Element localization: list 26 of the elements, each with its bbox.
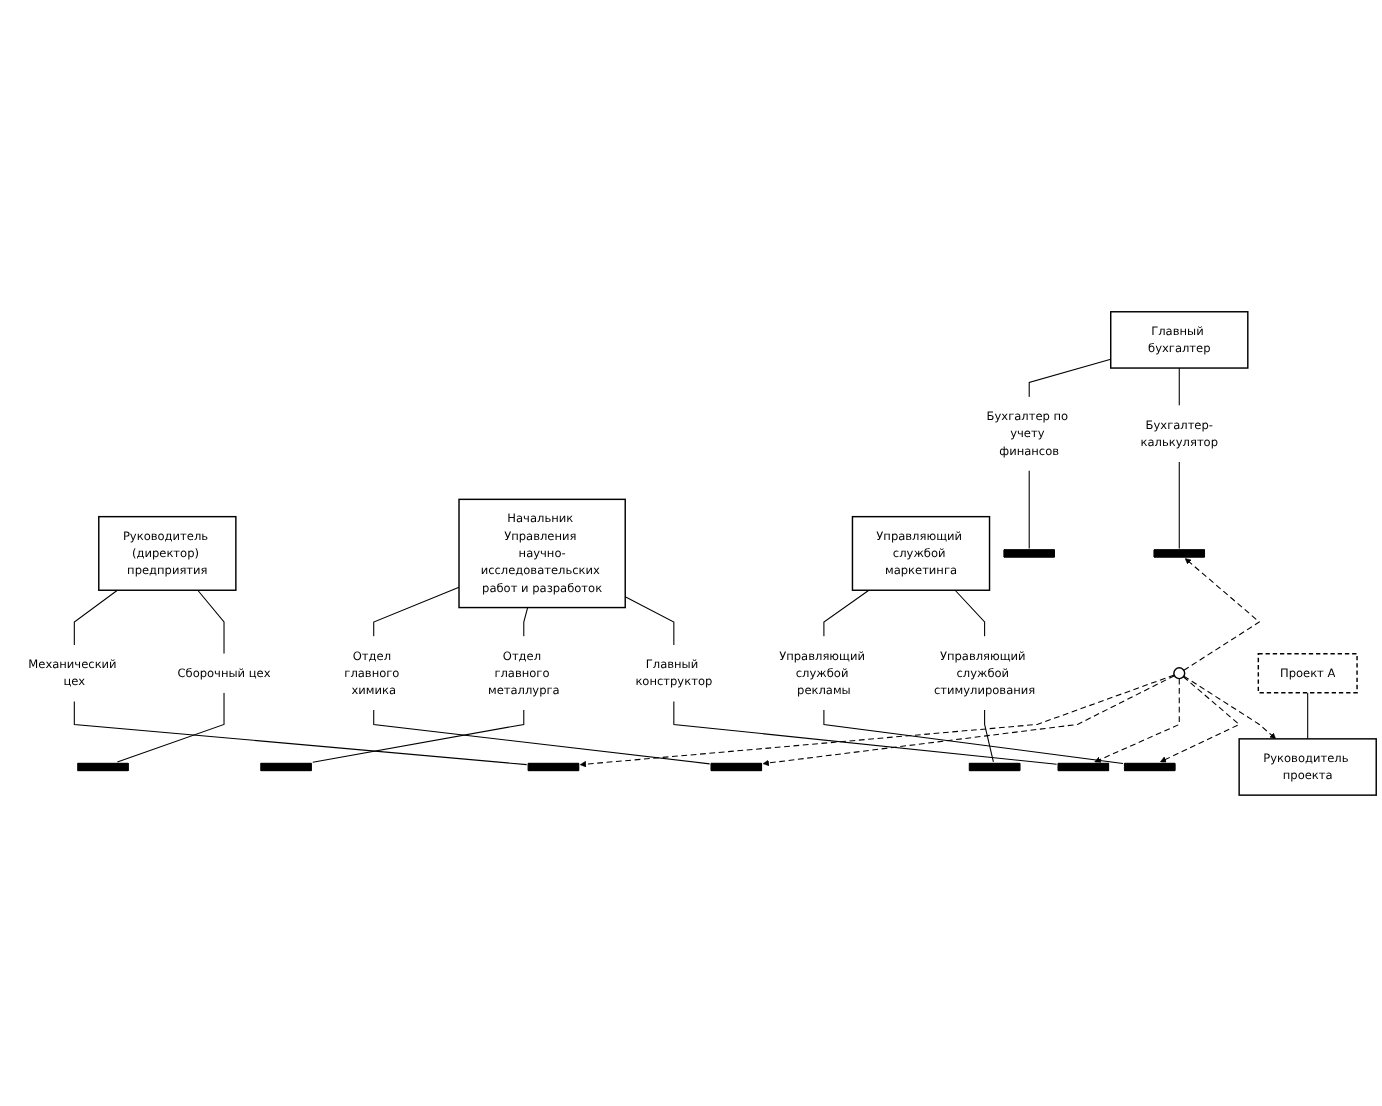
connector	[116, 691, 225, 762]
connector	[73, 589, 118, 646]
connector	[373, 586, 460, 637]
connector	[954, 589, 986, 637]
connector	[1307, 691, 1309, 739]
connector	[1028, 358, 1112, 397]
connector	[823, 589, 870, 637]
connector	[1178, 460, 1180, 549]
connector	[373, 709, 711, 764]
connector	[197, 589, 225, 654]
connector	[523, 606, 529, 637]
connector	[823, 709, 1124, 764]
arrow	[579, 674, 1175, 767]
connector	[673, 700, 1058, 765]
connector	[624, 595, 675, 646]
arrow	[1160, 675, 1241, 762]
connector	[312, 709, 525, 763]
node-circle	[1173, 666, 1186, 679]
arrow	[1183, 675, 1276, 739]
arrow	[1094, 677, 1180, 763]
arrow	[1183, 557, 1261, 671]
arrow	[762, 674, 1175, 766]
connector	[1178, 367, 1180, 406]
connector	[984, 709, 994, 762]
connector	[1028, 469, 1030, 549]
connector	[73, 700, 528, 765]
